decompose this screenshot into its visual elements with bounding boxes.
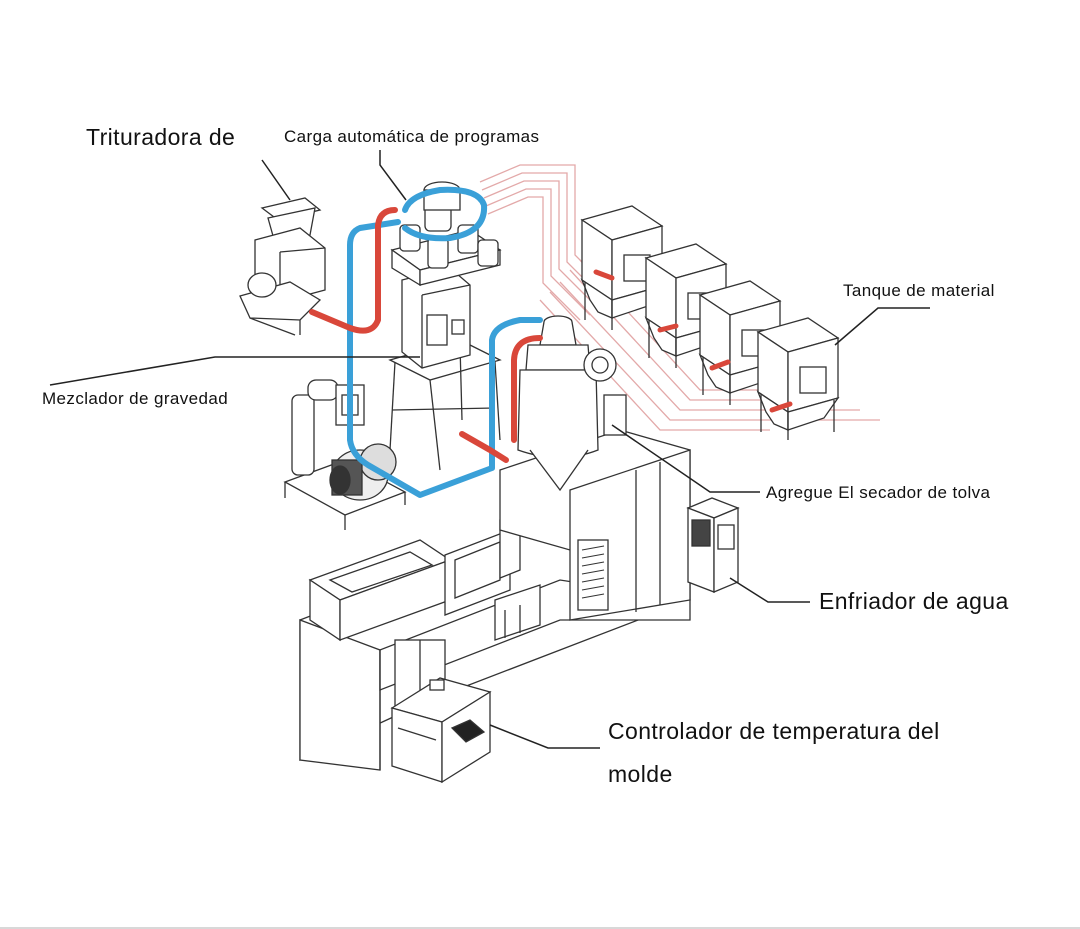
label-material-tank: Tanque de material — [843, 281, 995, 300]
mold-temperature-controller — [390, 677, 492, 784]
leader-lines — [49, 150, 930, 749]
tank-feed-pipes — [593, 269, 793, 413]
gravity-mixer — [388, 181, 502, 471]
hopper-dryer — [517, 315, 627, 492]
leader-carga — [379, 150, 407, 201]
material-tank-4 — [756, 317, 840, 440]
leader-secador — [611, 424, 760, 493]
leader-mezclador — [49, 356, 420, 386]
injection-molding-machine — [299, 429, 691, 771]
water-chiller — [686, 497, 740, 593]
leader-tanque — [834, 307, 930, 346]
bottom-divider — [0, 927, 1080, 929]
vacuum-blower-unit — [283, 379, 407, 530]
label-water-chiller: Enfriador de agua — [819, 588, 1009, 614]
leader-controlador — [489, 724, 600, 749]
label-mold-temp-controller-line1: Controlador de temperatura del — [608, 718, 940, 744]
material-tank-1 — [580, 205, 664, 330]
vacuum-pipes — [347, 186, 543, 498]
feed-pipes — [309, 207, 543, 463]
leader-trituradora — [261, 159, 291, 201]
label-hopper-dryer: Agregue El secador de tolva — [766, 483, 991, 502]
leader-enfriador — [729, 577, 810, 603]
label-mold-temp-controller-line2: molde — [608, 761, 673, 787]
label-auto-loader: Carga automática de programas — [284, 127, 540, 146]
label-crusher: Trituradora de — [86, 124, 236, 150]
crusher — [239, 197, 326, 336]
label-gravity-mixer: Mezclador de gravedad — [42, 389, 229, 408]
